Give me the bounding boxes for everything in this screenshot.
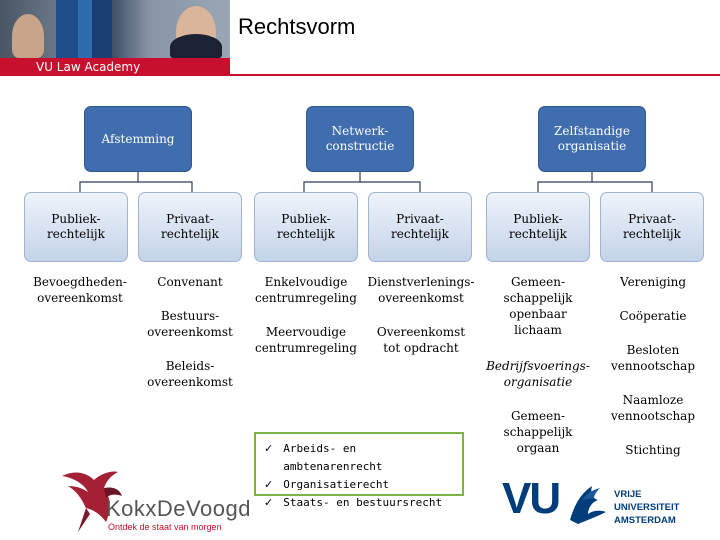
- brand-bar: VU Law Academy: [0, 58, 230, 76]
- kokx-bird-logo: [62, 471, 122, 532]
- vu-logo-text: VRIJE UNIVERSITEIT AMSTERDAM: [614, 489, 680, 526]
- node-publiekrechtelijk: Publiek- rechtelijk: [486, 192, 590, 262]
- legal-form-label: Overeenkomst tot opdracht: [376, 325, 466, 355]
- legal-form-label: Bestuurs- overeenkomst: [147, 309, 233, 339]
- legal-form-label: Bedrijfsvoerings- organisatie: [486, 359, 590, 389]
- legal-form-label: Meervoudige centrumregeling: [255, 325, 357, 355]
- node-afstemming: Afstemming: [84, 106, 192, 172]
- legal-form-label: Gemeen- schappelijk orgaan: [503, 409, 573, 455]
- person-figure: [12, 14, 44, 58]
- person-figure: [170, 34, 222, 60]
- book-spine: [56, 0, 78, 58]
- checklist-item-label: Arbeids- en ambtenarenrecht: [283, 442, 383, 473]
- legal-form-label: Coöperatie: [619, 309, 687, 323]
- node-publiekrechtelijk: Publiek- rechtelijk: [254, 192, 358, 262]
- check-icon: ✓: [264, 496, 274, 509]
- connector-line: [79, 172, 139, 192]
- legal-form-label: Enkelvoudige centrumregeling: [255, 275, 357, 305]
- checklist-item-label: Staats- en bestuursrecht: [283, 496, 443, 509]
- node-publiekrechtelijk: Publiek- rechtelijk: [24, 192, 128, 262]
- connector-line: [537, 172, 593, 192]
- node-zelfstandige-organisatie: Zelfstandige organisatie: [538, 106, 646, 172]
- check-icon: ✓: [264, 478, 274, 491]
- vu-logo-letters: VU: [502, 474, 561, 523]
- checklist-item: ✓ Staats- en bestuursrecht: [264, 494, 462, 512]
- connector-line: [592, 181, 653, 192]
- legal-form-label: Convenant: [157, 275, 223, 289]
- header-rule: [230, 74, 720, 76]
- book-spine: [78, 0, 92, 58]
- kokx-logo-name: KokxDeVoogd: [106, 496, 251, 521]
- check-icon: ✓: [264, 442, 274, 455]
- page-title: Rechtsvorm: [238, 14, 356, 39]
- connector-line: [138, 181, 193, 192]
- legal-form-label: Naamloze vennootschap: [610, 393, 696, 423]
- checklist-item-label: Organisatierecht: [283, 478, 390, 491]
- legal-form-label: Beleids- overeenkomst: [147, 359, 233, 389]
- checklist-item: ✓ Organisatierecht: [264, 476, 462, 494]
- connector-line: [360, 181, 421, 192]
- legal-form-label: Stichting: [625, 443, 681, 457]
- legal-form-label: Vereniging: [620, 275, 686, 289]
- book-spine: [92, 0, 112, 58]
- legal-form-label: Gemeen- schappelijk openbaar lichaam: [503, 275, 573, 337]
- node-privaatrechtelijk: Privaat- rechtelijk: [138, 192, 242, 262]
- kokx-logo-tagline: Ontdek de staat van morgen: [108, 522, 222, 532]
- law-areas-checklist: ✓ Arbeids- en ambtenarenrecht ✓ Organisa…: [254, 432, 464, 509]
- legal-form-label: Dienstverlenings- overeenkomst: [367, 275, 475, 305]
- node-netwerkconstructie: Netwerk- constructie: [306, 106, 414, 172]
- legal-form-label: Besloten vennootschap: [610, 343, 696, 373]
- legal-form-label: Bevoegdheden- overeenkomst: [33, 275, 127, 305]
- node-privaatrechtelijk: Privaat- rechtelijk: [600, 192, 704, 262]
- vu-griffin-icon: [570, 486, 606, 524]
- connector-line: [303, 172, 361, 192]
- node-privaatrechtelijk: Privaat- rechtelijk: [368, 192, 472, 262]
- checklist-item: ✓ Arbeids- en ambtenarenrecht: [264, 440, 462, 476]
